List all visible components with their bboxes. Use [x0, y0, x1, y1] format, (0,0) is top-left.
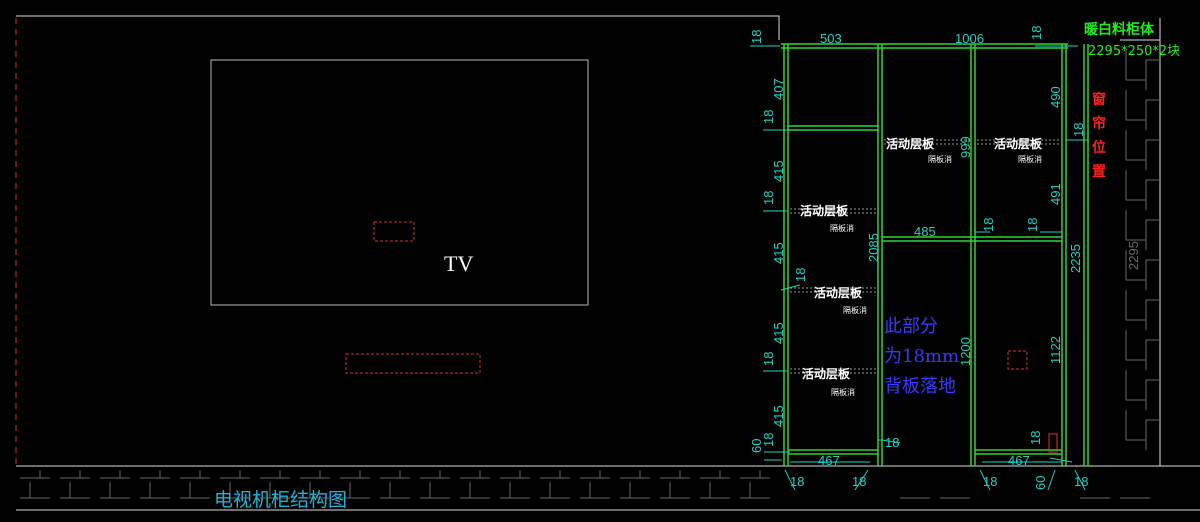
dim-left-18b: 18	[761, 191, 776, 205]
dim-left-415d: 415	[771, 405, 786, 427]
dim-right-490: 490	[1048, 86, 1063, 108]
dim-right-18: 18	[1071, 123, 1086, 137]
dim-left-18c: 18	[761, 352, 776, 366]
dim-foot-18a: 18	[790, 474, 804, 489]
size-note: 2295*250*2块	[1088, 44, 1180, 59]
dim-top-left-18: 18	[749, 30, 764, 44]
dim-height-2085: 2085	[866, 233, 881, 262]
shelf-sub-right: 隔板消	[1018, 154, 1042, 164]
dim-height-2235: 2235	[1068, 244, 1083, 273]
dim-left-415a: 415	[771, 160, 786, 182]
curtain-note-char-2: 帘	[1092, 115, 1106, 132]
dim-bottom-60: 60	[749, 439, 764, 453]
curtain-note-char-4: 置	[1092, 163, 1106, 180]
dim-bottom-18: 18	[761, 433, 776, 447]
cabinet-socket-marker	[1007, 350, 1028, 370]
dim-width-485: 485	[914, 224, 936, 239]
shelf-sub-left-2: 隔板消	[843, 305, 867, 315]
curtain-note: 窗 帘 位 置	[1092, 91, 1106, 180]
dim-width-1006: 1006	[955, 31, 984, 46]
dim-right-491: 491	[1048, 183, 1063, 205]
backboard-note-line-2: 为18mm	[884, 346, 959, 367]
backboard-note-line-3: 背板落地	[884, 376, 956, 397]
brick-hatch-bottom	[20, 470, 1150, 499]
backboard-note-line-1: 此部分	[884, 316, 938, 337]
tv-marker	[373, 221, 415, 242]
dim-height-1122: 1122	[1048, 336, 1063, 364]
dim-left-415c: 415	[771, 322, 786, 344]
shelf-sub-left-3: 隔板消	[831, 387, 855, 397]
dim-height-999: 999	[958, 136, 973, 158]
dim-left-407: 407	[771, 78, 786, 100]
dim-base-467b: 467	[1008, 453, 1030, 468]
cabinet-pipe-marker	[1048, 433, 1058, 453]
shelf-label-left-3: 活动层板	[802, 366, 851, 381]
drawing-title: 电视机柜结构图	[214, 489, 347, 511]
dim-base-18-right: 18	[1028, 431, 1043, 445]
backboard-note: 此部分 为18mm 背板落地	[884, 316, 959, 397]
curtain-note-char-3: 位	[1092, 139, 1106, 156]
room-outline	[16, 15, 1200, 511]
brick-hatch-right	[1125, 50, 1160, 450]
movable-shelf-lines	[790, 139, 1060, 374]
dim-inner-18a: 18	[981, 218, 996, 232]
dim-foot-18d: 18	[1074, 474, 1088, 489]
shelf-label-mid: 活动层板	[886, 136, 935, 151]
shelf-label-left-2: 活动层板	[814, 285, 863, 300]
material-note: 暖白料柜体	[1084, 21, 1155, 38]
shelf-sub-left-1: 隔板消	[830, 223, 854, 233]
tv-label: TV	[444, 251, 473, 276]
shelf-label-right: 活动层板	[994, 136, 1043, 151]
dim-left-415b: 415	[771, 242, 786, 264]
wall-height-2295-label: 2295	[1126, 241, 1141, 270]
tv-outline	[210, 59, 589, 306]
shelf-label-left-1: 活动层板	[800, 203, 849, 218]
dim-left-18a: 18	[761, 110, 776, 124]
dimension-lines	[750, 45, 1088, 491]
cabinet-panels	[781, 43, 1089, 466]
dim-foot-60: 60	[1033, 476, 1048, 490]
dim-inner-18b: 18	[1025, 218, 1040, 232]
dim-width-503: 503	[820, 31, 842, 46]
dim-foot-18c: 18	[983, 474, 997, 489]
shelf-sub-mid: 隔板消	[928, 154, 952, 164]
dim-mid-18: 18	[793, 268, 808, 282]
dim-top-right-18: 18	[1029, 26, 1044, 40]
dim-base-467a: 467	[818, 453, 840, 468]
socket-marker-row	[345, 353, 481, 374]
dim-base-18-inner: 18	[885, 435, 899, 450]
dim-height-1200: 1200	[958, 337, 973, 366]
dim-foot-18b: 18	[852, 474, 866, 489]
curtain-note-char-1: 窗	[1092, 91, 1106, 108]
